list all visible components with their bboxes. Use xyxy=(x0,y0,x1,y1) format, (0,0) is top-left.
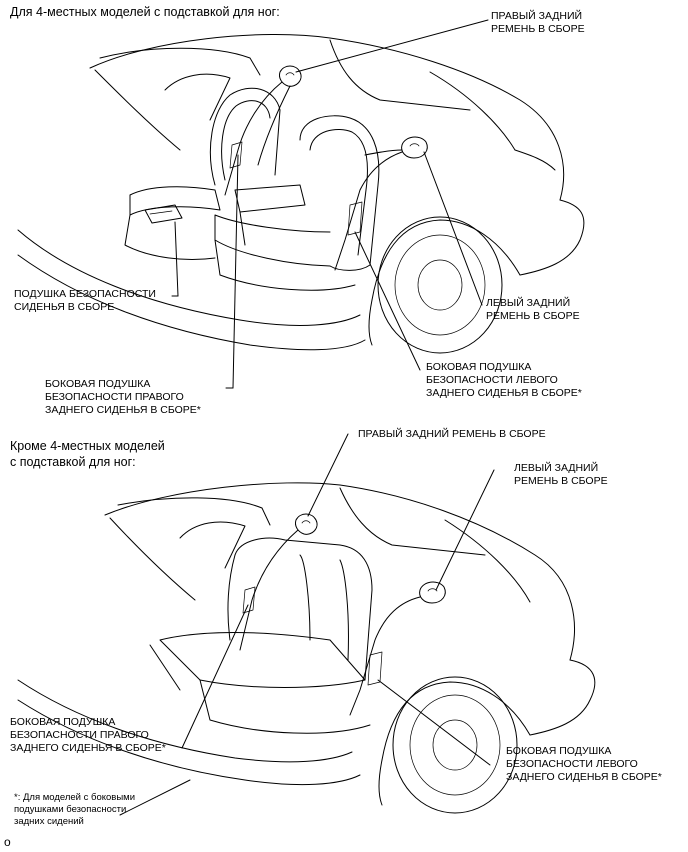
top-right-rear-seat xyxy=(209,87,281,186)
bottom-rear-bench-seat xyxy=(234,537,373,681)
bottom-right-belt-retractor xyxy=(295,513,318,535)
top-seat-airbag-panel xyxy=(144,204,183,224)
bottom-rear-wheel xyxy=(392,676,518,814)
bottom-left-rear-belt-label: ЛЕВЫЙ ЗАДНИЙ РЕМЕНЬ В СБОРЕ xyxy=(514,462,608,487)
top-right-rear-belt-label: ПРАВЫЙ ЗАДНИЙ РЕМЕНЬ В СБОРЕ xyxy=(491,10,585,35)
bottom-right-side-airbag-label: БОКОВАЯ ПОДУШКА БЕЗОПАСНОСТИ ПРАВОГО ЗАД… xyxy=(10,716,166,754)
top-right-side-airbag-label: БОКОВАЯ ПОДУШКА БЕЗОПАСНОСТИ ПРАВОГО ЗАД… xyxy=(45,378,201,416)
top-left-side-airbag-label: БОКОВАЯ ПОДУШКА БЕЗОПАСНОСТИ ЛЕВОГО ЗАДН… xyxy=(426,361,582,399)
top-left-belt-retractor xyxy=(401,136,428,159)
top-right-belt-retractor xyxy=(279,65,302,87)
bottom-car-illustration xyxy=(17,433,596,816)
bottom-section-heading: Кроме 4-местных моделей с подставкой для… xyxy=(10,439,165,469)
bottom-car-body-lower xyxy=(17,699,361,786)
top-section-heading: Для 4-местных моделей с подставкой для н… xyxy=(10,5,280,19)
top-car-illustration xyxy=(17,19,585,389)
corner-mark: o xyxy=(4,835,11,849)
top-left-rear-belt-label: ЛЕВЫЙ ЗАДНИЙ РЕМЕНЬ В СБОРЕ xyxy=(486,297,580,322)
top-car-body-lower xyxy=(17,254,366,351)
bottom-left-side-airbag-label: БОКОВАЯ ПОДУШКА БЕЗОПАСНОСТИ ЛЕВОГО ЗАДН… xyxy=(506,745,662,783)
top-car-roof-outline xyxy=(89,34,565,201)
bottom-right-rear-belt-label: ПРАВЫЙ ЗАДНИЙ РЕМЕНЬ В СБОРЕ xyxy=(358,428,546,440)
top-left-rear-seat xyxy=(299,115,380,271)
footnote: *: Для моделей с боковыми подушками безо… xyxy=(14,792,135,827)
bottom-car-roof-outline xyxy=(104,482,575,661)
top-seat-airbag-label: ПОДУШКА БЕЗОПАСНОСТИ СИДЕНЬЯ В СБОРЕ xyxy=(14,288,156,313)
bottom-left-belt-retractor xyxy=(419,581,446,604)
top-rear-wheel xyxy=(377,216,503,354)
